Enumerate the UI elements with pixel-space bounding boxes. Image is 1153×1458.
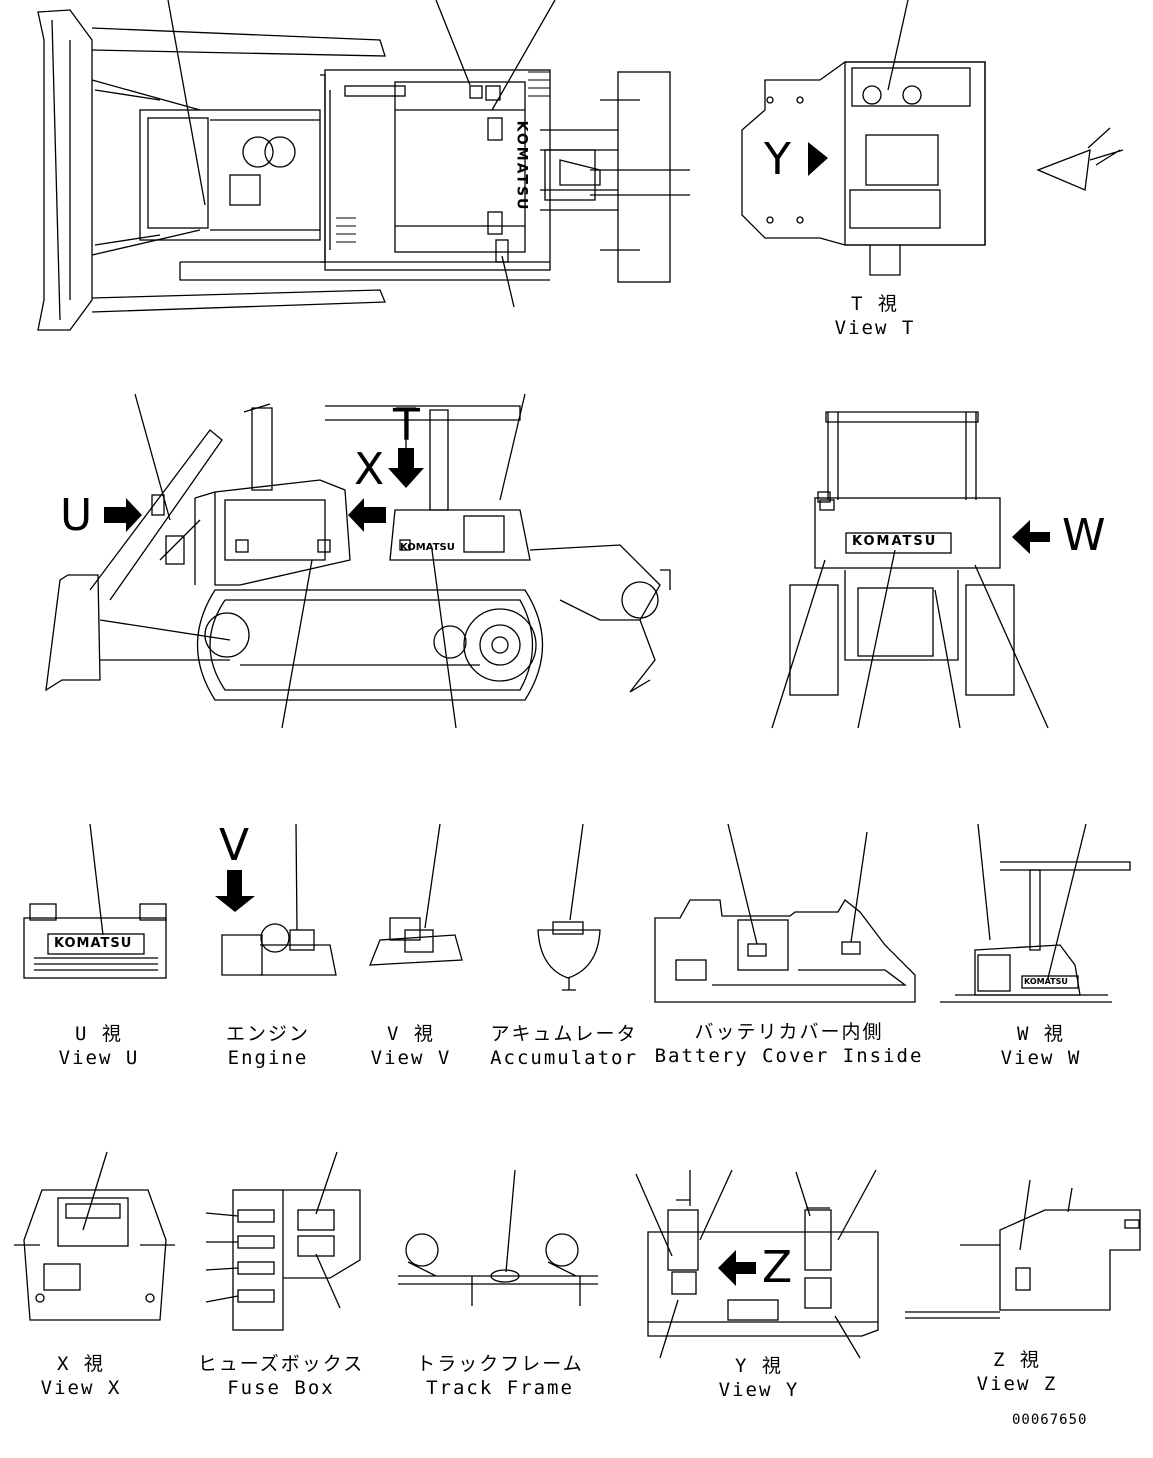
brand-label-view-u: KOMATSU: [54, 936, 133, 951]
y-arrow: [768, 142, 828, 176]
caption-view-t-ja: T 視: [851, 293, 899, 315]
caption-accumulator-ja: アキュムレータ: [490, 1023, 638, 1045]
caption-view-x-en: View X: [40, 1377, 122, 1399]
caption-view-z-ja: Z 視: [993, 1349, 1041, 1371]
v-arrow: [215, 870, 255, 912]
caption-view-w-en: View W: [1000, 1047, 1082, 1069]
view-u-drawing: [23, 823, 167, 979]
caption-view-u-ja: U 視: [75, 1023, 123, 1045]
view-y-drawing: [635, 1169, 879, 1359]
caption-engine-ja: エンジン: [225, 1023, 310, 1045]
t-arrow-shaft: [396, 407, 416, 448]
engine-drawing: [221, 823, 337, 976]
caption-view-t-en: View T: [834, 317, 916, 339]
caption-track-frame-en: Track Frame: [426, 1377, 574, 1399]
letter-u: U: [60, 490, 93, 541]
caption-accumulator-en: Accumulator: [490, 1047, 638, 1069]
caption-engine-en: Engine: [227, 1047, 309, 1069]
caption-view-z: Z 視 View Z: [962, 1348, 1072, 1396]
caption-view-v-ja: V 視: [387, 1023, 435, 1045]
brand-label-rear: KOMATSU: [852, 534, 938, 549]
letter-t: T: [393, 400, 420, 451]
top-view-grilles: [336, 71, 550, 243]
letter-x: X: [354, 444, 385, 495]
side-view-arrows: [104, 448, 424, 532]
caption-view-x-ja: X 視: [57, 1353, 105, 1375]
letter-v: V: [219, 820, 250, 871]
caption-engine: エンジン Engine: [208, 1022, 328, 1070]
caption-track-frame-ja: トラックフレーム: [416, 1353, 584, 1375]
caption-view-u-en: View U: [58, 1047, 140, 1069]
letter-y: Y: [764, 134, 791, 185]
track-frame-drawing: [398, 1169, 598, 1306]
battery-cover-drawing: [654, 823, 916, 1003]
view-w-drawing: [940, 823, 1131, 1003]
caption-track-frame: トラックフレーム Track Frame: [410, 1352, 590, 1400]
side-view-drawing: [45, 393, 671, 729]
view-t-drawing: [741, 0, 986, 276]
caption-view-y-ja: Y 視: [735, 1355, 783, 1377]
tool-icon: [1036, 127, 1124, 191]
letter-w: W: [1062, 510, 1106, 561]
document-code: 00067650: [1012, 1412, 1088, 1428]
caption-view-x: X 視 View X: [26, 1352, 136, 1400]
caption-accumulator: アキュムレータ Accumulator: [486, 1022, 642, 1070]
caption-view-w: W 視 View W: [986, 1022, 1096, 1070]
z-arrow: [718, 1250, 756, 1286]
brand-label-view-w: KOMATSU: [1024, 977, 1068, 986]
rear-view-drawing: [771, 411, 1049, 729]
caption-battery-cover: バッテリカバー内側 Battery Cover Inside: [654, 1020, 924, 1068]
caption-battery-cover-en: Battery Cover Inside: [654, 1045, 924, 1067]
brand-label-top: KOMATSU: [513, 120, 530, 212]
view-v-drawing: [369, 823, 463, 966]
caption-view-z-en: View Z: [976, 1373, 1058, 1395]
view-x-drawing: [14, 1151, 175, 1321]
caption-view-v-en: View V: [370, 1047, 452, 1069]
fuse-box-drawing: [205, 1151, 361, 1331]
caption-view-t: T 視 View T: [820, 292, 930, 340]
top-view-leaders: [167, 0, 556, 308]
caption-view-y: Y 視 View Y: [704, 1354, 814, 1402]
caption-view-y-en: View Y: [718, 1379, 800, 1401]
letter-z: Z: [762, 1242, 793, 1293]
top-view-drawing: [37, 9, 690, 331]
caption-view-w-ja: W 視: [1017, 1023, 1065, 1045]
caption-battery-cover-ja: バッテリカバー内側: [694, 1021, 884, 1043]
brand-label-side: KOMATSU: [400, 542, 455, 553]
view-z-drawing: [905, 1179, 1141, 1319]
accumulator-drawing: [537, 823, 601, 991]
caption-fuse-box-ja: ヒューズボックス: [197, 1353, 365, 1375]
caption-view-u: U 視 View U: [44, 1022, 154, 1070]
caption-view-v: V 視 View V: [356, 1022, 466, 1070]
caption-fuse-box: ヒューズボックス Fuse Box: [196, 1352, 366, 1400]
caption-fuse-box-en: Fuse Box: [227, 1377, 335, 1399]
w-arrow: [1012, 520, 1050, 554]
